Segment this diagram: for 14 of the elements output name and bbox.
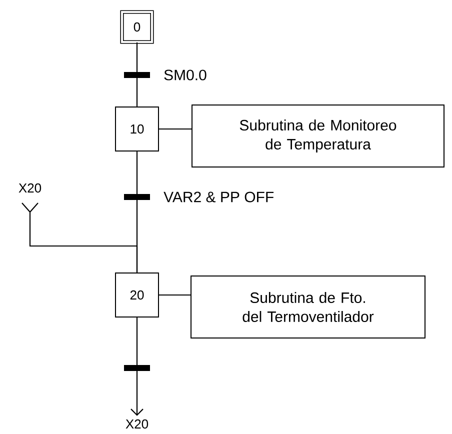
jump-entry-line (21, 202, 138, 274)
jump-label: X20 (126, 419, 148, 429)
transition-label: VAR2 & PP OFF (162, 190, 276, 204)
connector-line (158, 294, 191, 296)
link-line (136, 42, 138, 106)
initial-step-box: 0 (120, 10, 154, 44)
action-box: Subrutina de Monitoreo de Temperatura (192, 104, 444, 168)
jump-arrow (130, 318, 144, 416)
step-box: 10 (115, 106, 159, 152)
action-box: Subrutina de Fto. del Termoventilador (190, 276, 426, 338)
connector-line (158, 128, 192, 130)
transition-label: SM0.0 (162, 68, 208, 82)
jump-label: X20 (18, 183, 42, 193)
step-box: 20 (115, 272, 159, 318)
